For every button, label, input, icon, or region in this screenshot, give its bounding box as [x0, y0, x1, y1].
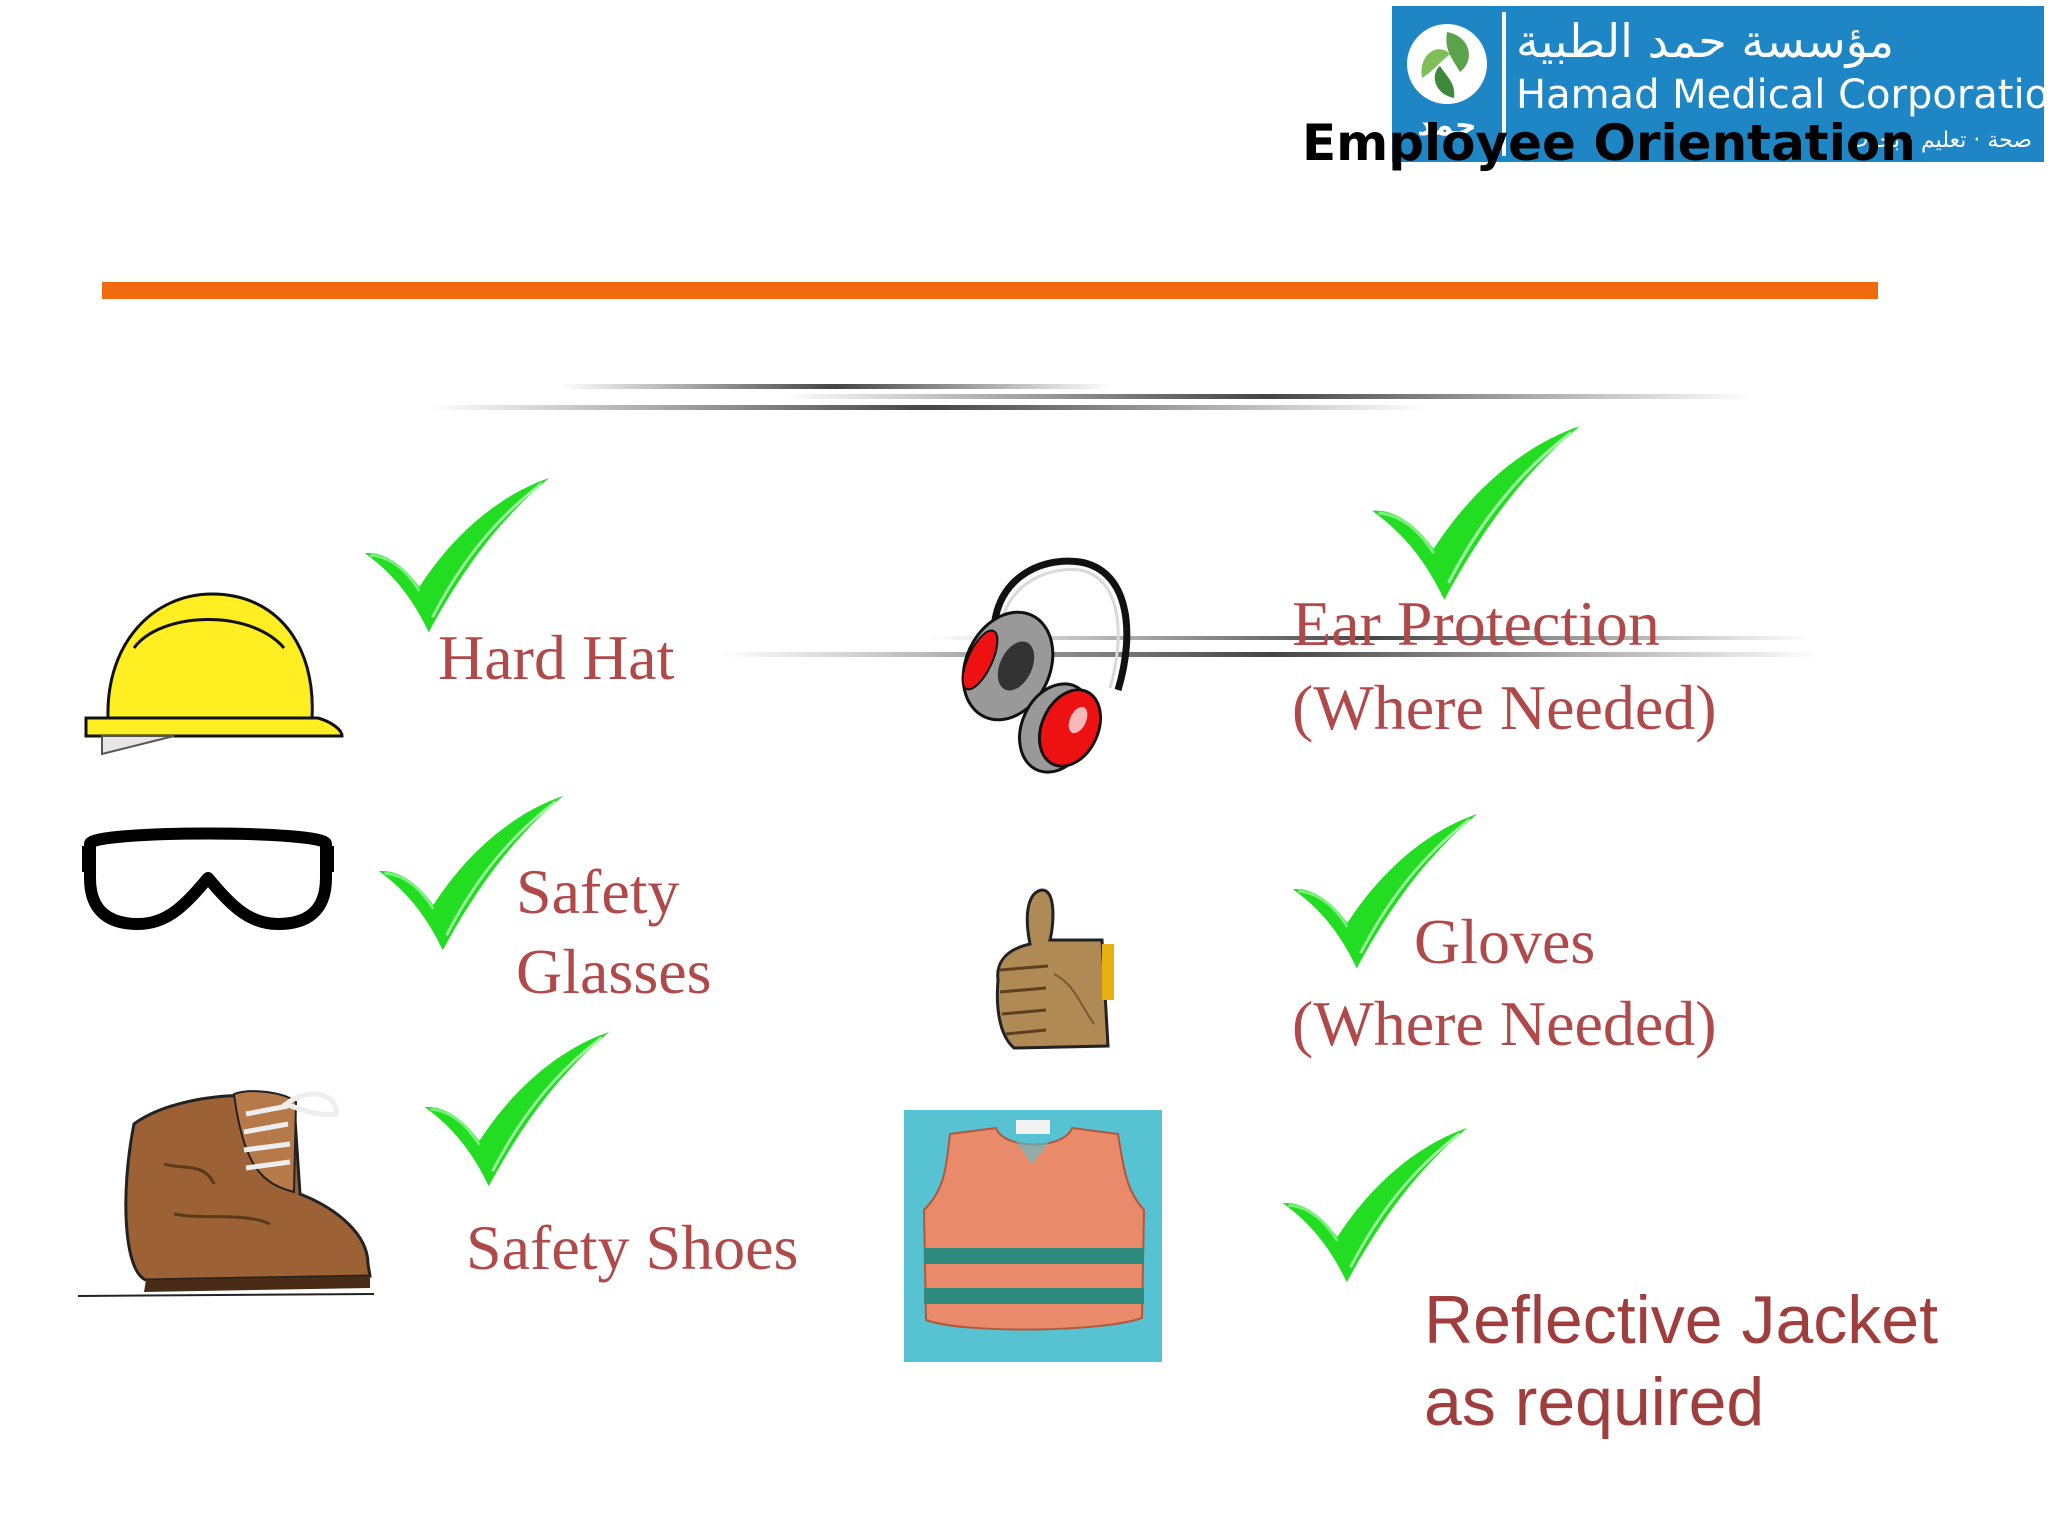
- label-gloves-line2: (Where Needed): [1292, 988, 1717, 1059]
- check-reflective-jacket-icon: [1280, 1126, 1470, 1286]
- logo-arabic-mark: حمد: [1417, 108, 1477, 143]
- logo-emblem: حمد: [1398, 12, 1496, 156]
- label-ear-protection-line1: Ear Protection: [1292, 588, 1660, 659]
- logo-arabic-tagline: صحة · تعليم · بحوث: [1847, 128, 2032, 153]
- safety-glasses-icon: [80, 826, 336, 936]
- reflective-vest-icon: [904, 1110, 1162, 1362]
- page-title: Employee Orientation: [1302, 114, 1916, 172]
- hmc-logo: حمد مؤسسة حمد الطبية Hamad Medical Corpo…: [1392, 6, 2048, 162]
- label-hard-hat: Hard Hat: [438, 622, 675, 693]
- glove-icon: [984, 884, 1124, 1058]
- hard-hat-icon: [80, 588, 348, 758]
- safety-boot-icon: [74, 1074, 378, 1298]
- label-ear-protection-line2: (Where Needed): [1292, 672, 1717, 743]
- check-safety-shoes-icon: [422, 1030, 612, 1190]
- label-reflective-jacket-line1: Reflective Jacket: [1424, 1282, 1938, 1358]
- logo-divider: [1502, 12, 1506, 156]
- logo-arabic-name: مؤسسة حمد الطبية: [1516, 14, 1895, 68]
- check-ear-protection-icon: [1366, 424, 1586, 604]
- logo-english-name: Hamad Medical Corporation: [1516, 72, 2048, 118]
- label-safety-glasses-line2: Glasses: [516, 936, 712, 1007]
- ear-muffs-icon: [960, 550, 1140, 782]
- check-hard-hat-icon: [362, 476, 552, 636]
- orange-divider: [102, 282, 1878, 299]
- label-gloves-line1: Gloves: [1414, 906, 1596, 977]
- label-reflective-jacket-line2: as required: [1424, 1364, 1765, 1440]
- label-safety-glasses-line1: Safety: [516, 856, 680, 927]
- label-safety-shoes: Safety Shoes: [466, 1212, 799, 1283]
